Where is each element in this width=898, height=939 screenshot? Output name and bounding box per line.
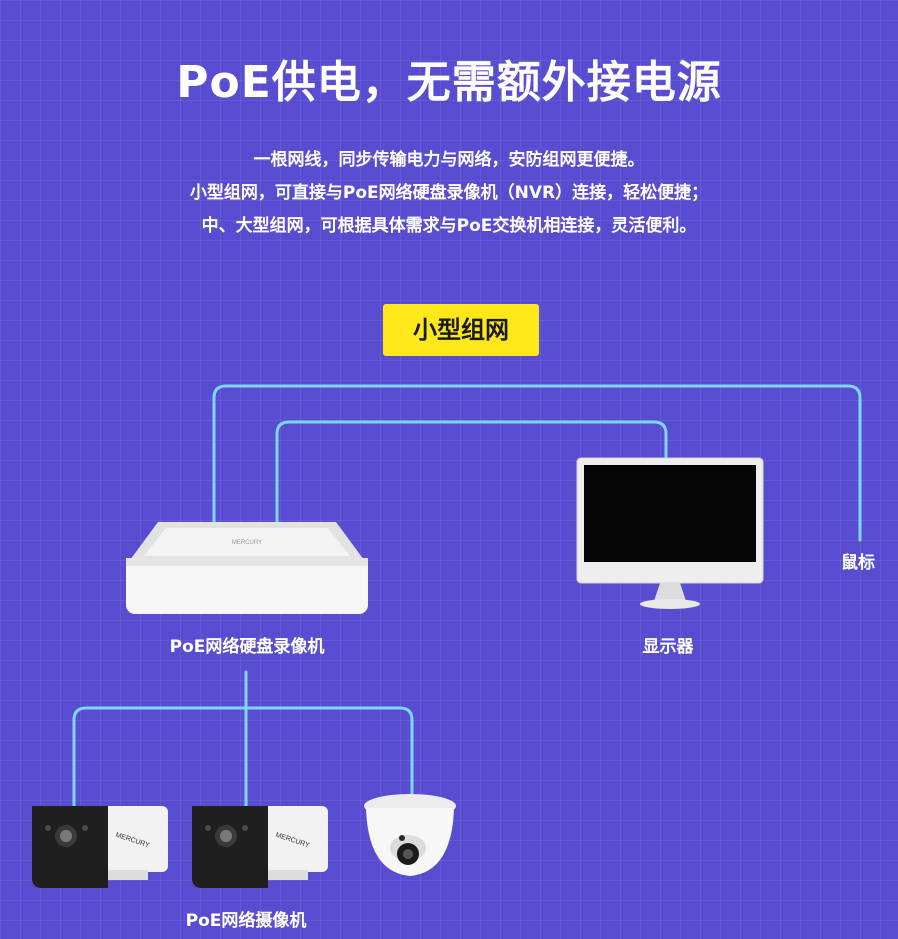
cameras-label: PoE网络摄像机: [185, 911, 307, 931]
page-title: PoE供电，无需额外接电源: [176, 57, 722, 108]
camera-bus-cable: [72, 706, 414, 810]
bullet-camera-1: MERCURY: [32, 806, 168, 888]
monitor-label: 显示器: [642, 637, 694, 657]
nvr-label: PoE网络硬盘录像机: [169, 637, 325, 657]
nvr-monitor-cable: [275, 420, 668, 525]
description-line-2: 小型组网，可直接与PoE网络硬盘录像机（NVR）连接，轻松便捷；: [189, 183, 709, 203]
monitor-device: [576, 457, 764, 609]
bullet-camera-2: MERCURY: [192, 806, 328, 888]
small-network-badge: 小型组网: [383, 304, 539, 356]
dome-camera: [364, 794, 456, 876]
description-line-3: 中、大型组网，可根据具体需求与PoE交换机相连接，灵活便利。: [201, 216, 697, 236]
description-line-1: 一根网线，同步传输电力与网络，安防组网更便捷。: [253, 150, 645, 170]
nvr-device: MERCURY: [126, 522, 368, 614]
nvr-brand-text: MERCURY: [232, 540, 262, 546]
mouse-label: 鼠标: [841, 553, 875, 573]
nvr-mouse-cable: [212, 384, 862, 542]
